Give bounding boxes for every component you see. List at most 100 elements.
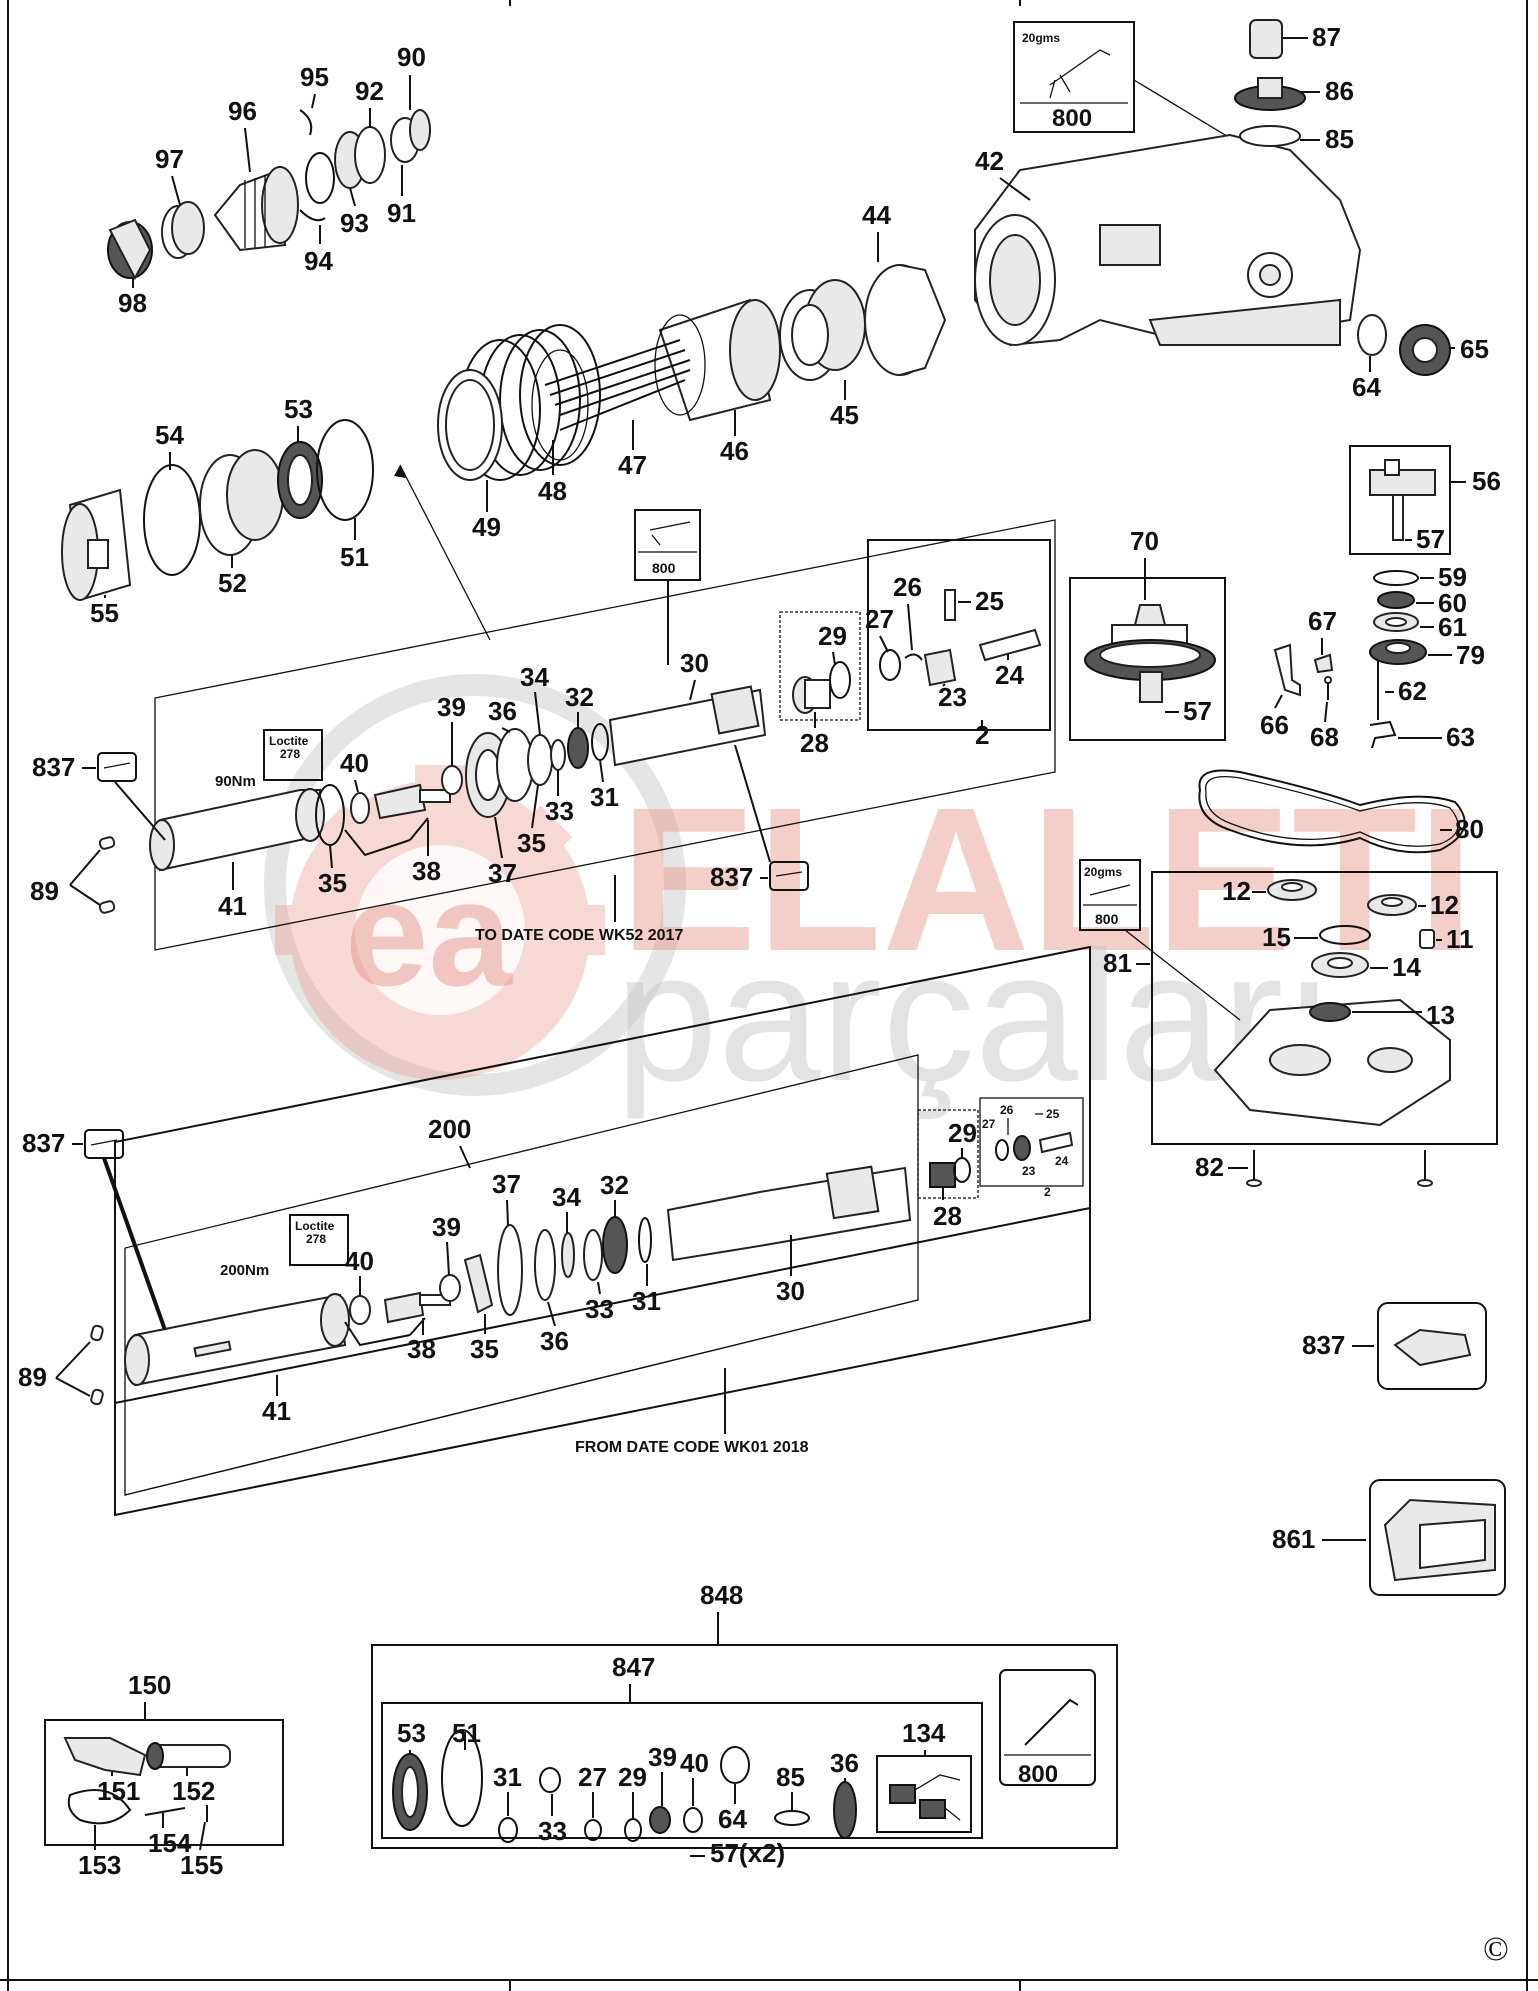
part-41 [149, 788, 325, 872]
label-p26: 26 [893, 572, 922, 602]
part-11 [1419, 929, 1435, 949]
label-p37: 37 [488, 858, 517, 888]
kit-part-31 [498, 1817, 518, 1843]
label-n23: 23 [1022, 1164, 1036, 1178]
part-96 [213, 166, 299, 252]
copyright-mark: © [1483, 1931, 1509, 1968]
label-p33: 33 [545, 796, 574, 826]
label-p64: 64 [1352, 372, 1381, 402]
label-p41: 41 [218, 891, 247, 921]
part-34-new [561, 1232, 575, 1278]
part-64 [1357, 314, 1387, 356]
label-loctite: Loctite [295, 1219, 335, 1233]
part-67 [1313, 653, 1334, 674]
watermark-logo: ea [345, 849, 513, 1017]
part-89-new [90, 1324, 104, 1406]
label-n31: 31 [632, 1286, 661, 1316]
kit-848-frame [371, 1644, 1118, 1849]
label-k40: 40 [680, 1748, 709, 1778]
label-p63: 63 [1446, 722, 1475, 752]
part-97 [161, 201, 205, 259]
kit-part-27 [584, 1819, 602, 1841]
part-837-icon [769, 861, 809, 891]
label-p2: 2 [975, 720, 989, 750]
label-p837a: 837 [32, 752, 75, 782]
part-49 [437, 369, 503, 481]
label-k29: 29 [618, 1762, 647, 1792]
label-p61: 61 [1438, 612, 1467, 642]
part-39-new [439, 1274, 461, 1302]
label-p89a: 89 [30, 876, 59, 906]
label-p24: 24 [995, 660, 1024, 690]
label-p29: 29 [818, 621, 847, 651]
label-k134: 134 [902, 1718, 946, 1748]
label-p87: 87 [1312, 22, 1341, 52]
kit-part-51 [441, 1729, 483, 1827]
part-40 [350, 792, 370, 824]
label-number: 800 [1018, 1761, 1058, 1788]
label-p861: 861 [1272, 1524, 1315, 1554]
kit-part-134-brushes [876, 1755, 972, 1833]
kit-part-33 [539, 1767, 561, 1793]
label-p46: 46 [720, 436, 749, 466]
label-p66: 66 [1260, 710, 1289, 740]
box-81 [1151, 871, 1498, 1145]
kit-part-39 [649, 1806, 671, 1834]
part-98 [107, 218, 153, 281]
part-23 [923, 648, 957, 687]
part-87 [1249, 19, 1283, 59]
label-p150: 150 [128, 1670, 171, 1700]
grease-gun-icon [1024, 1698, 1079, 1746]
label-p93: 93 [340, 208, 369, 238]
grease-box-top: 20gms 800 [1013, 21, 1135, 133]
label-p59: 59 [1438, 562, 1467, 592]
label-p39: 39 [437, 692, 466, 722]
part-85 [1239, 125, 1301, 147]
box-2-new [979, 1097, 1084, 1187]
label-k57: 57(x2) [710, 1838, 785, 1868]
label-p95: 95 [300, 62, 329, 92]
part-61 [1373, 612, 1419, 632]
part-45 [779, 279, 866, 381]
label-p40: 40 [340, 748, 369, 778]
kit-part-40 [683, 1807, 703, 1833]
part-66 [1273, 643, 1301, 697]
label-p154: 154 [148, 1828, 192, 1858]
part-35-new [463, 1253, 494, 1314]
part-15 [1319, 925, 1371, 945]
label-n29: 29 [948, 1118, 977, 1148]
part-38 [373, 783, 451, 820]
label-p15: 15 [1262, 922, 1291, 952]
part-30-new [666, 1165, 912, 1262]
label-p57b: 57 [1183, 696, 1212, 726]
label-p65: 65 [1460, 334, 1489, 364]
label-n26: 26 [1000, 1103, 1014, 1117]
label-k51: 51 [452, 1718, 481, 1748]
part-80 [1198, 769, 1466, 854]
label-p151: 151 [97, 1776, 140, 1806]
label-p200: 200 [428, 1114, 471, 1144]
label-k85: 85 [776, 1762, 805, 1792]
label-p92: 92 [355, 76, 384, 106]
part-837-icon [97, 752, 137, 782]
label-n35: 35 [470, 1334, 499, 1364]
part-24-new [1038, 1131, 1074, 1154]
part-29 [829, 661, 851, 699]
label-p837b: 837 [710, 862, 753, 892]
grease-box-81: 20gms 800 [1079, 859, 1141, 931]
label-torque_new: 200Nm [220, 1262, 269, 1279]
part-55 [61, 488, 132, 602]
label-p12a: 12 [1222, 876, 1251, 906]
label-p96: 96 [228, 96, 257, 126]
label-grease_amount: 20gms [1022, 31, 1060, 45]
label-p86: 86 [1325, 76, 1354, 106]
label-p38: 38 [412, 856, 441, 886]
label-p81: 81 [1103, 948, 1132, 978]
part-31-new [638, 1217, 652, 1263]
part-90 [409, 109, 431, 151]
gear-housing-42 [974, 133, 1362, 347]
label-p94: 94 [304, 246, 333, 276]
part-14 [1311, 952, 1369, 978]
label-loctite_num: 278 [306, 1232, 326, 1246]
